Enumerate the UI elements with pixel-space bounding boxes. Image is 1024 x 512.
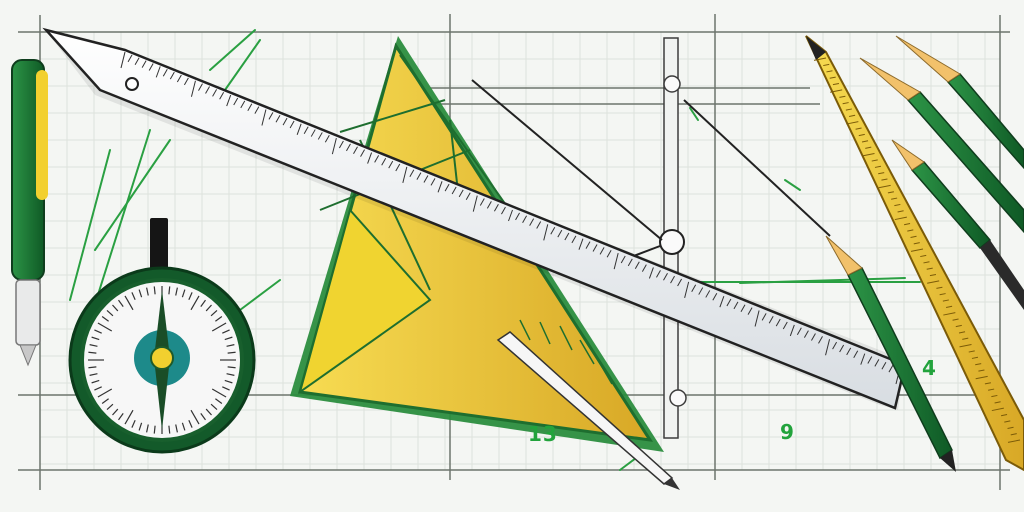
ruler-icon [805, 35, 1024, 472]
pencil-icon [825, 235, 956, 472]
pencil-icon [859, 57, 1024, 234]
drafting-tool-icon [471, 37, 831, 439]
pencil-icon [891, 139, 1024, 310]
pencil-icon [895, 35, 1024, 170]
ruler-icon [42, 27, 907, 410]
grid-label-right: 4 [922, 356, 937, 380]
set-square-icon [290, 36, 664, 452]
grid-label-left: 13 [528, 422, 558, 446]
compass-gauge-icon [68, 218, 256, 454]
grid-label-middle: 9 [780, 420, 795, 444]
pencil-icon [496, 331, 680, 490]
pen-icon [11, 59, 48, 367]
